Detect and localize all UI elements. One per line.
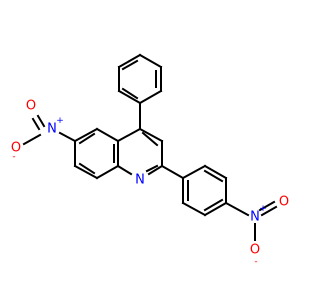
bond [22,133,42,146]
nitro-right-oxygen-bottom-label: O [250,243,260,258]
bond [95,164,120,180]
bond [116,127,142,143]
bond [78,132,96,145]
nitro-left-nitrogen-label: N [47,122,57,137]
bond [181,164,207,180]
bond [258,200,276,212]
bond [203,164,228,180]
ring-nitrogen-label: N [135,173,145,188]
nitro-left-oxygen-top-label: O [26,99,36,114]
nitro-right-negative-charge: - [254,257,257,267]
bonds [22,53,278,241]
bond [117,53,142,69]
bond [145,164,159,173]
bond [121,59,139,71]
bond [58,131,77,143]
bond [181,201,207,217]
bond [203,201,228,217]
bond [95,127,120,143]
nitro-left-positive-charge: + [56,116,64,126]
bond [160,164,185,180]
bond [260,205,278,217]
bond [138,53,163,69]
bond [224,201,250,217]
bond [73,127,99,143]
bond [141,131,159,147]
atom-labels: N N + O O - N + O O - [11,99,289,268]
nitro-left-negative-charge: - [12,152,15,162]
bond [73,164,99,180]
bond [78,162,96,175]
bond [36,114,46,128]
bond [117,89,142,105]
bond [116,164,133,176]
nitro-left-oxygen-bottom-label: O [11,141,21,156]
bond [138,89,163,105]
bond [203,169,224,183]
molecule-structure: N N + O O - N + O O - [11,53,289,268]
nitro-right-oxygen-right-label: O [279,195,289,210]
bond [138,127,164,143]
bond [147,164,164,176]
bond [121,87,139,100]
bond [203,198,224,212]
nitro-right-nitrogen-label: N [250,210,260,225]
bond [31,117,41,131]
nitro-right-positive-charge: + [259,204,267,214]
